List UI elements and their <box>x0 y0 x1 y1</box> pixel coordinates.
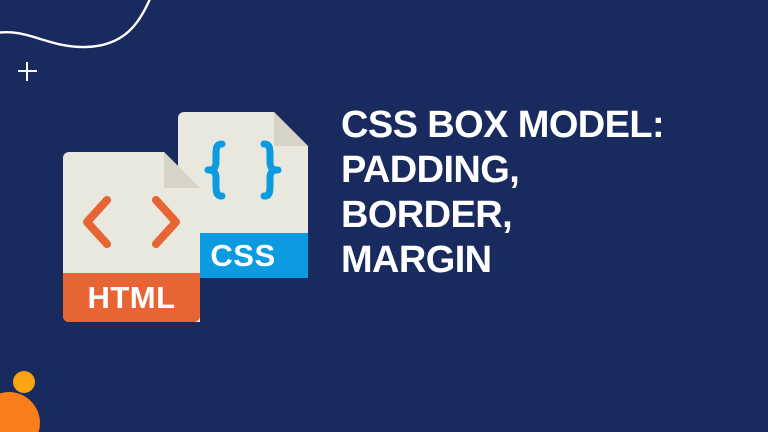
css-file-icon <box>178 112 308 278</box>
file-cards-illustration: CSS HTML <box>0 0 330 432</box>
headline-line-2: PADDING, <box>341 149 520 191</box>
html-file-icon <box>63 152 200 322</box>
headline-line-3: BORDER, <box>341 194 513 236</box>
orange-dot-decoration <box>13 371 35 393</box>
html-file-label: HTML <box>87 280 176 315</box>
headline-line-1: CSS BOX MODEL: <box>341 104 665 146</box>
headline: CSS BOX MODEL: PADDING, BORDER, MARGIN <box>341 103 751 283</box>
css-file-label: CSS <box>210 238 276 273</box>
headline-line-4: MARGIN <box>341 239 492 281</box>
